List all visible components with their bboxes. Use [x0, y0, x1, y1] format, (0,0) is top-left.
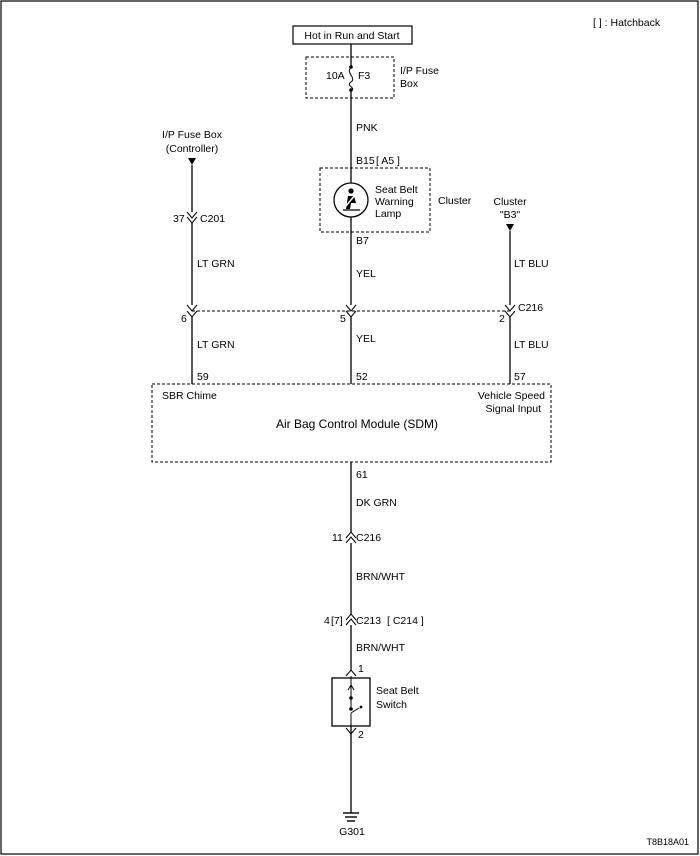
cluster-b3-label-1: Cluster	[493, 196, 527, 208]
module-name: Air Bag Control Module (SDM)	[276, 417, 438, 431]
module-pin-mid: 52	[356, 371, 368, 383]
fuse-id: F3	[358, 70, 370, 82]
module-pin-left: 59	[197, 371, 209, 383]
lamp-label-1: Seat Belt	[375, 184, 418, 196]
c216-pin-left: 6	[181, 313, 187, 325]
wire-brnwht-lower-label: BRN/WHT	[356, 642, 406, 654]
module-left-label: SBR Chime	[162, 390, 217, 402]
c201-pin: 37	[173, 213, 185, 225]
wire-pnk-label: PNK	[356, 122, 378, 134]
c201-label: C201	[200, 213, 225, 225]
switch-contact-upper	[349, 696, 353, 700]
c216-lower-label: C216	[356, 532, 381, 544]
wire-ltblu-lower-label: LT BLU	[514, 339, 549, 351]
fuse-box-label-2: Box	[400, 78, 419, 90]
wire-brnwht-upper-label: BRN/WHT	[356, 571, 406, 583]
module-pin-bottom: 61	[356, 469, 368, 481]
module-right-label-2: Signal Input	[486, 403, 542, 415]
fuse-icon	[348, 67, 354, 91]
module-pin-right: 57	[514, 371, 526, 383]
c213-pin: 4	[324, 615, 330, 627]
lamp-label-3: Lamp	[375, 208, 401, 220]
supply-label: Hot in Run and Start	[304, 30, 399, 42]
c213-connector	[345, 613, 357, 626]
c216-lower-pin: 11	[332, 532, 343, 544]
fuse-box-outline	[305, 56, 395, 99]
c213-label: C213	[356, 615, 381, 627]
supply-box	[292, 25, 413, 45]
wire-ltgrn-upper-label: LT GRN	[197, 258, 235, 270]
cluster-b3-arrow	[506, 224, 514, 231]
switch-contact-lower	[349, 707, 353, 711]
module-right-label-1: Vehicle Speed	[478, 390, 545, 402]
switch-pin-bottom: 2	[358, 729, 364, 741]
c216-pin-right: 2	[499, 313, 505, 325]
switch-label-2: Switch	[376, 699, 407, 711]
c216-label: C216	[518, 302, 543, 314]
controller-label-2: (Controller)	[166, 143, 219, 155]
wire-ltgrn-lower-label: LT GRN	[197, 339, 235, 351]
c214-label: [ C214 ]	[387, 615, 424, 627]
hatchback-legend: [ ] : Hatchback	[593, 17, 661, 29]
lamp-label-2: Warning	[375, 196, 414, 208]
switch-contact-open	[359, 705, 363, 709]
switch-pin-top: 1	[358, 663, 364, 675]
switch-connector-top	[345, 669, 357, 677]
wire-yel-lower-label: YEL	[356, 333, 376, 345]
c216-pin-mid: 5	[340, 313, 346, 325]
c216-connector-left	[186, 304, 198, 318]
lamp-pin-bottom: B7	[356, 235, 369, 247]
switch-arrow-icon	[347, 684, 355, 691]
wire-dkgrn-label: DK GRN	[356, 497, 397, 509]
fuse-box-label-1: I/P Fuse	[400, 65, 439, 77]
cluster-label: Cluster	[438, 195, 472, 207]
switch-blade	[350, 707, 360, 714]
lamp-pin-top-alt: [ A5 ]	[376, 155, 400, 167]
ground-icon	[343, 812, 359, 822]
cluster-b3-label-2: "B3"	[500, 209, 521, 221]
figure-code: T8B18A01	[646, 837, 689, 847]
ground-label: G301	[339, 826, 365, 838]
fuse-terminal-top	[349, 65, 353, 69]
c213-pin-alt: [7]	[331, 615, 343, 627]
controller-label-1: I/P Fuse Box	[162, 129, 223, 141]
wire-yel-upper-label: YEL	[356, 268, 376, 280]
fuse-rating: 10A	[326, 70, 345, 82]
controller-arrow	[188, 158, 196, 165]
c216-lower-connector	[345, 531, 357, 544]
c201-connector	[186, 211, 198, 224]
c216-connector-right	[504, 304, 516, 318]
switch-label-1: Seat Belt	[376, 685, 419, 697]
cluster-outline	[319, 167, 431, 233]
wire-ltblu-upper-label: LT BLU	[514, 258, 549, 270]
seat-belt-icon	[343, 188, 360, 211]
lamp-pin-top: B15	[356, 155, 375, 167]
